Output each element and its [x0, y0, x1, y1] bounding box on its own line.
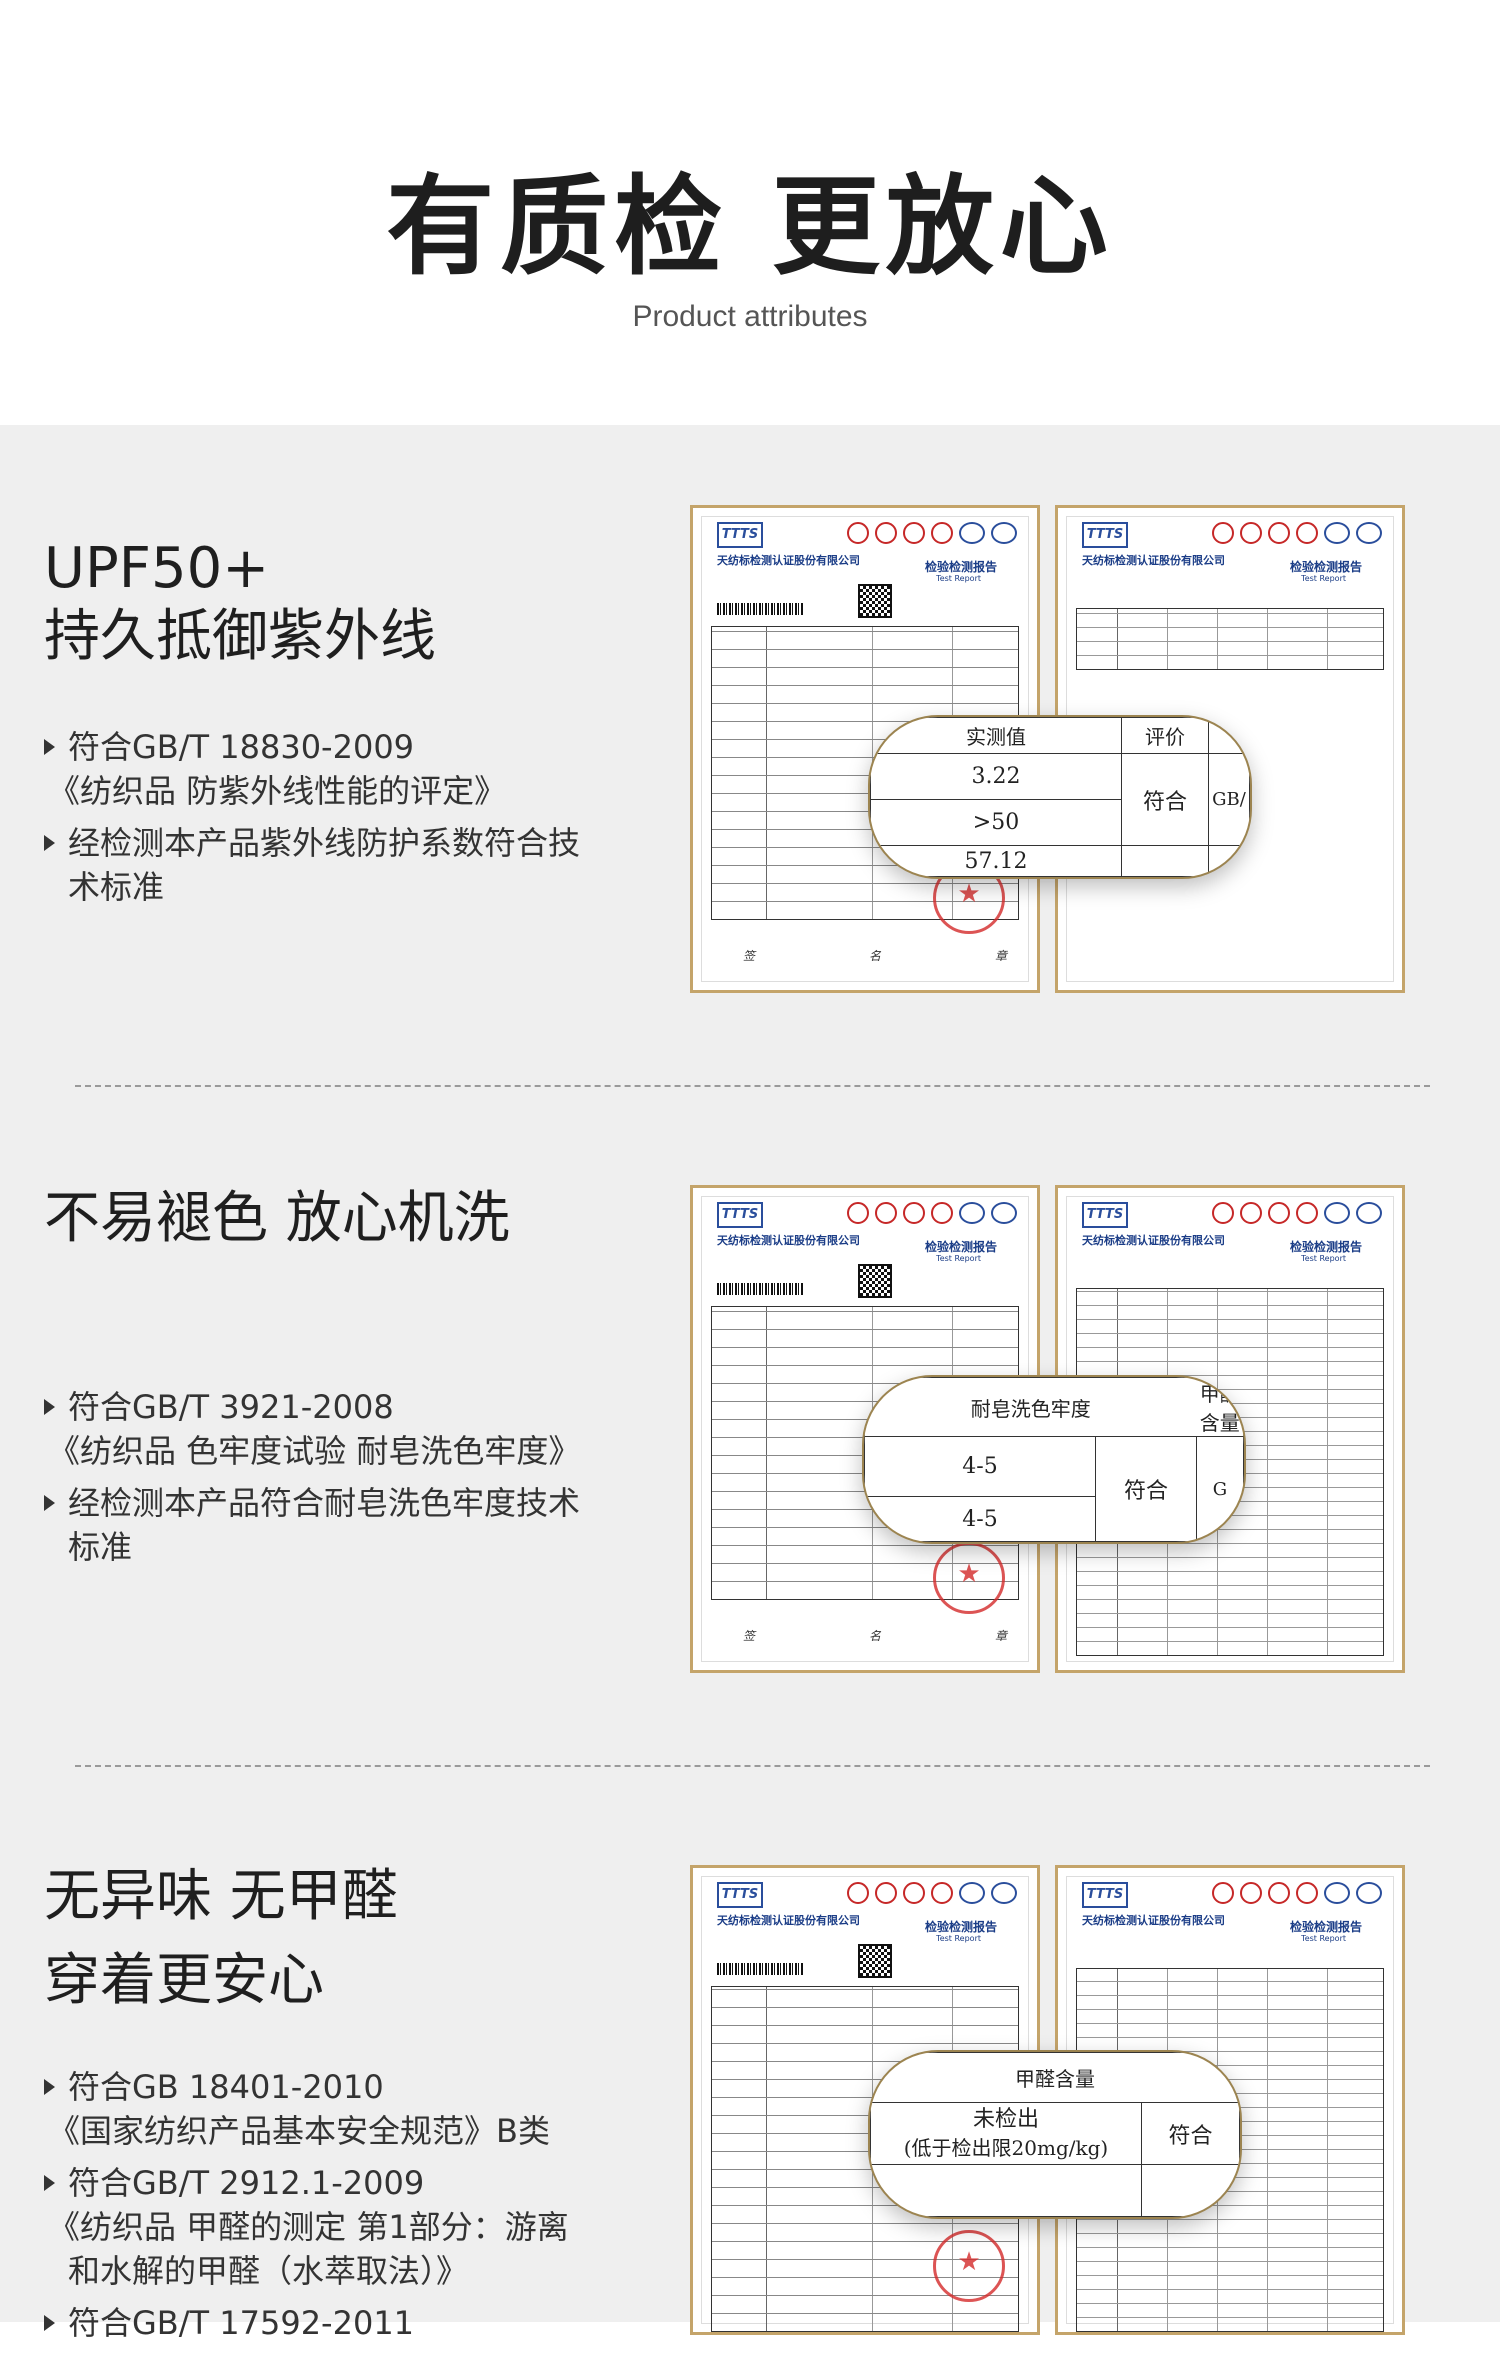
dashed-divider	[75, 1085, 1430, 1087]
callout-value: 4-5	[864, 1496, 1096, 1542]
report-heading: 检验检测报告	[924, 560, 997, 574]
report-org: 天纺标检测认证股份有限公司	[1082, 554, 1225, 567]
callout-header: 评价	[1121, 717, 1209, 754]
callout-edge: G	[1196, 1436, 1244, 1542]
bullet-item: 符合GB/T 17592-2011	[44, 2301, 644, 2345]
section-colorfast: 不易褪色 放心机洗 符合GB/T 3921-2008《纺织品 色牢度试验 耐皂洗…	[0, 1085, 1500, 1765]
report-sub: Test Report	[1301, 574, 1346, 583]
red-seal	[933, 2230, 1005, 2302]
bullet-item: 符合GB/T 2912.1-2009《纺织品 甲醛的测定 第1部分：游离和水解的…	[44, 2161, 644, 2293]
triangle-icon	[44, 1495, 55, 1511]
triangle-icon	[44, 2079, 55, 2095]
callout-result: 符合	[1121, 753, 1209, 846]
ttts-logo: TTTS	[717, 1882, 763, 1908]
report-sub: Test Report	[936, 1254, 981, 1263]
ttts-logo: TTTS	[1082, 1882, 1128, 1908]
report-org: 天纺标检测认证股份有限公司	[717, 1234, 860, 1247]
callout-header: 甲醛含量	[1196, 1377, 1244, 1437]
bullet-item: 经检测本产品紫外线防护系数符合技术标准	[44, 821, 644, 909]
section-title-line: 无异味 无甲醛	[44, 1864, 398, 1929]
report-sub: Test Report	[936, 574, 981, 583]
report-table	[1076, 608, 1384, 670]
report-sub: Test Report	[1301, 1254, 1346, 1263]
signatures: 签名章	[743, 1629, 1007, 1643]
bullet-list: 符合GB/T 3921-2008《纺织品 色牢度试验 耐皂洗色牢度》 经检测本产…	[44, 1385, 644, 1577]
report-heading: 检验检测报告	[1289, 1240, 1362, 1254]
callout-value: 57.12	[870, 845, 1122, 877]
signatures: 签名章	[743, 949, 1007, 963]
bullet-item: 经检测本产品符合耐皂洗色牢度技术标准	[44, 1481, 644, 1569]
section-formaldehyde: 无异味 无甲醛 穿着更安心 符合GB 18401-2010《国家纺织产品基本安全…	[0, 1765, 1500, 2342]
section-title-line: 不易褪色 放心机洗	[44, 1186, 510, 1251]
triangle-icon	[44, 1399, 55, 1415]
report-org: 天纺标检测认证股份有限公司	[1082, 1914, 1225, 1927]
callout-result: 符合	[1141, 2102, 1240, 2165]
ttts-logo: TTTS	[1082, 1202, 1128, 1228]
callout-header: 实测值	[870, 717, 1122, 754]
certification-marks	[1212, 1882, 1382, 1904]
callout-value: 3.22	[870, 753, 1122, 800]
qr-code	[858, 1264, 892, 1298]
callout-value: >50	[870, 799, 1122, 846]
callout-result: 符合	[1095, 1436, 1197, 1542]
triangle-icon	[44, 835, 55, 851]
report-heading: 检验检测报告	[924, 1240, 997, 1254]
callout-header: 甲醛含量	[870, 2052, 1240, 2103]
report-org: 天纺标检测认证股份有限公司	[717, 1914, 860, 1927]
certification-marks	[1212, 1202, 1382, 1224]
report-org: 天纺标检测认证股份有限公司	[1082, 1234, 1225, 1247]
hero-header: 有质检 更放心 Product attributes	[0, 0, 1500, 425]
triangle-icon	[44, 2175, 55, 2191]
bullet-item: 符合GB/T 3921-2008《纺织品 色牢度试验 耐皂洗色牢度》	[44, 1385, 644, 1473]
bullet-list: 符合GB/T 18830-2009《纺织品 防紫外线性能的评定》 经检测本产品紫…	[44, 725, 644, 917]
section-title-line: 持久抵御紫外线	[44, 604, 436, 669]
section-title: UPF50+ 持久抵御紫外线	[44, 535, 436, 671]
section-title: 不易褪色 放心机洗	[44, 1185, 510, 1253]
ttts-logo: TTTS	[717, 522, 763, 548]
report-sub: Test Report	[936, 1934, 981, 1943]
callout-header: 耐皂洗色牢度	[864, 1377, 1197, 1437]
bullet-list: 符合GB 18401-2010《国家纺织产品基本安全规范》B类 符合GB/T 2…	[44, 2065, 644, 2353]
barcode	[717, 603, 803, 615]
section-title-line: 穿着更安心	[44, 1948, 324, 2013]
section-title-line: UPF50+	[44, 536, 270, 601]
section-upf: UPF50+ 持久抵御紫外线 符合GB/T 18830-2009《纺织品 防紫外…	[0, 425, 1500, 1085]
certification-marks	[1212, 522, 1382, 544]
content-panel: UPF50+ 持久抵御紫外线 符合GB/T 18830-2009《纺织品 防紫外…	[0, 425, 1500, 2342]
report-sub: Test Report	[1301, 1934, 1346, 1943]
qr-code	[858, 584, 892, 618]
triangle-icon	[44, 739, 55, 755]
callout-edge: GB/	[1208, 753, 1250, 846]
zoom-callout: 甲醛含量 未检出(低于检出限20mg/kg)符合	[868, 2050, 1242, 2219]
ttts-logo: TTTS	[717, 1202, 763, 1228]
test-report-page: TTTS 天纺标检测认证股份有限公司 检验检测报告 Test Report	[1055, 505, 1405, 993]
page-subtitle: Product attributes	[632, 300, 868, 333]
callout-value: 4-5	[864, 1436, 1096, 1497]
report-heading: 检验检测报告	[1289, 1920, 1362, 1934]
certification-marks	[847, 1202, 1017, 1224]
section-title: 无异味 无甲醛 穿着更安心	[44, 1855, 398, 2023]
report-heading: 检验检测报告	[1289, 560, 1362, 574]
bullet-item: 符合GB 18401-2010《国家纺织产品基本安全规范》B类	[44, 2065, 644, 2153]
red-seal	[933, 1542, 1005, 1614]
report-heading: 检验检测报告	[924, 1920, 997, 1934]
callout-value-group: 未检出(低于检出限20mg/kg)	[870, 2102, 1142, 2165]
certification-marks	[847, 522, 1017, 544]
page-title: 有质检 更放心	[386, 165, 1114, 290]
ttts-logo: TTTS	[1082, 522, 1128, 548]
dashed-divider	[75, 1765, 1430, 1767]
report-org: 天纺标检测认证股份有限公司	[717, 554, 860, 567]
triangle-icon	[44, 2315, 55, 2331]
bullet-item: 符合GB/T 18830-2009《纺织品 防紫外线性能的评定》	[44, 725, 644, 813]
barcode	[717, 1963, 803, 1975]
barcode	[717, 1283, 803, 1295]
certification-marks	[847, 1882, 1017, 1904]
qr-code	[858, 1944, 892, 1978]
